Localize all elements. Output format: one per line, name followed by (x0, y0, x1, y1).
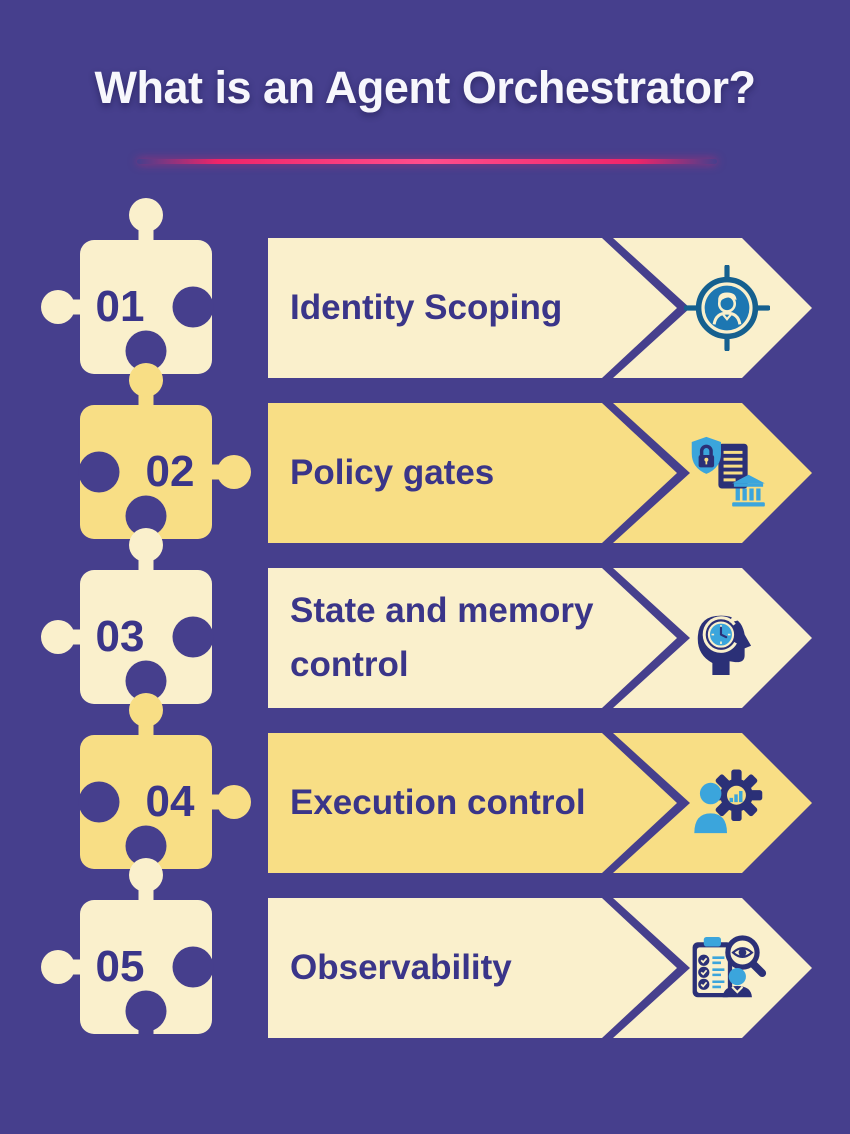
step-label: Policy gates (290, 452, 495, 492)
step-label: Execution control (290, 782, 586, 822)
step-row-identity-scoping: Identity Scoping (0, 238, 850, 378)
step-row-observability: Observability (0, 898, 850, 1038)
step-banner: State and memory control (268, 568, 677, 708)
puzzle-pieces-graphic (41, 198, 251, 1035)
step-row-policy-gates: Policy gates (0, 403, 850, 543)
step-number-2: 02 (145, 447, 195, 496)
shield-lock-document-bank-icon (691, 436, 765, 507)
person-gear-chart-icon (694, 769, 763, 834)
divider-line (137, 159, 717, 164)
step-banner: Policy gates (268, 403, 677, 543)
step-number-4: 04 (145, 777, 195, 826)
page-title: What is an Agent Orchestrator? (94, 62, 756, 113)
head-clock-memory-icon (697, 612, 752, 675)
step-number-5: 05 (95, 942, 145, 991)
step-number-3: 03 (95, 612, 145, 661)
step-row-state-memory-control: State and memory control (0, 568, 850, 708)
step-label: State and memory control (290, 590, 594, 684)
step-row-execution-control: Execution control (0, 733, 850, 873)
clipboard-magnifier-eye-icon (692, 935, 767, 998)
step-banner: Identity Scoping (268, 238, 677, 378)
step-banner: Execution control (268, 733, 677, 873)
step-banner: Observability (268, 898, 677, 1038)
step-label: Identity Scoping (290, 287, 563, 327)
step-number-1: 01 (95, 282, 145, 331)
step-label: Observability (290, 947, 512, 987)
identity-target-person-icon (684, 265, 770, 351)
